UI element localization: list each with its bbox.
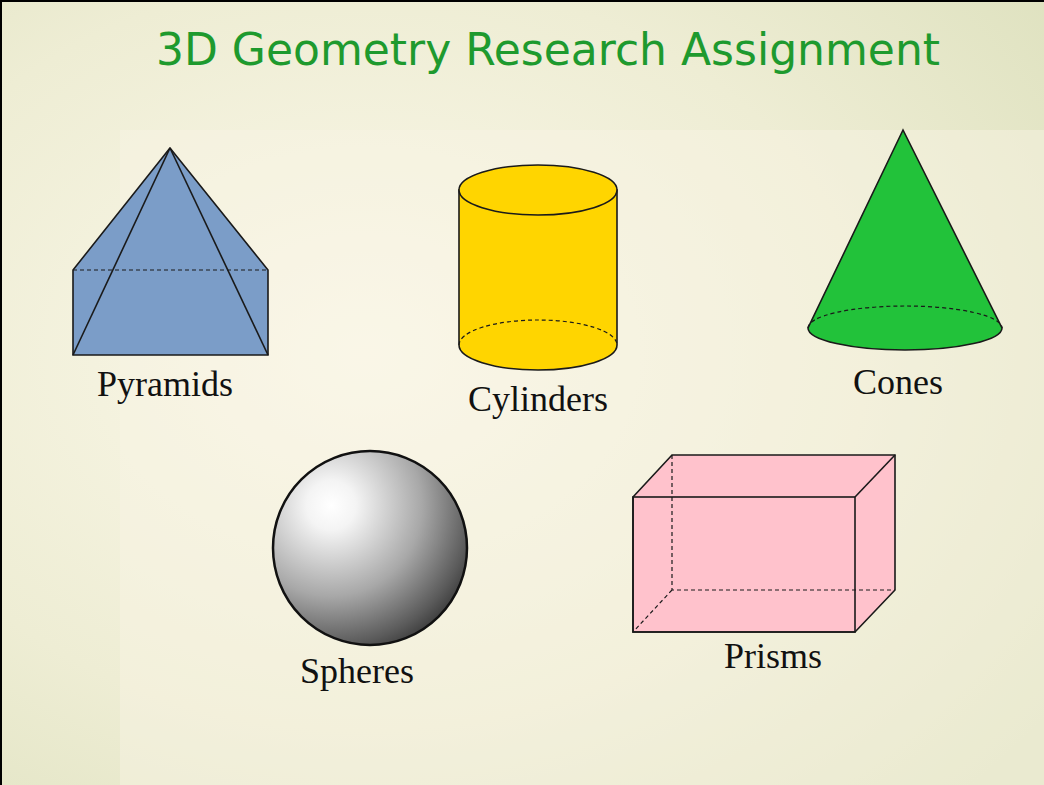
background-panel (120, 130, 1044, 785)
prism-figure (633, 455, 895, 632)
shape-label: Cones (853, 363, 943, 403)
shape-label: Cylinders (468, 380, 608, 420)
shape-label: Spheres (300, 652, 414, 692)
pyramid-figure (73, 148, 268, 355)
cone-figure (808, 130, 1002, 350)
sphere-figure (273, 451, 467, 645)
shape-label: Prisms (724, 637, 822, 677)
shape-label: Pyramids (97, 365, 233, 405)
cylinder-figure (459, 165, 617, 370)
page-title: 3D Geometry Research Assignment (156, 26, 940, 74)
